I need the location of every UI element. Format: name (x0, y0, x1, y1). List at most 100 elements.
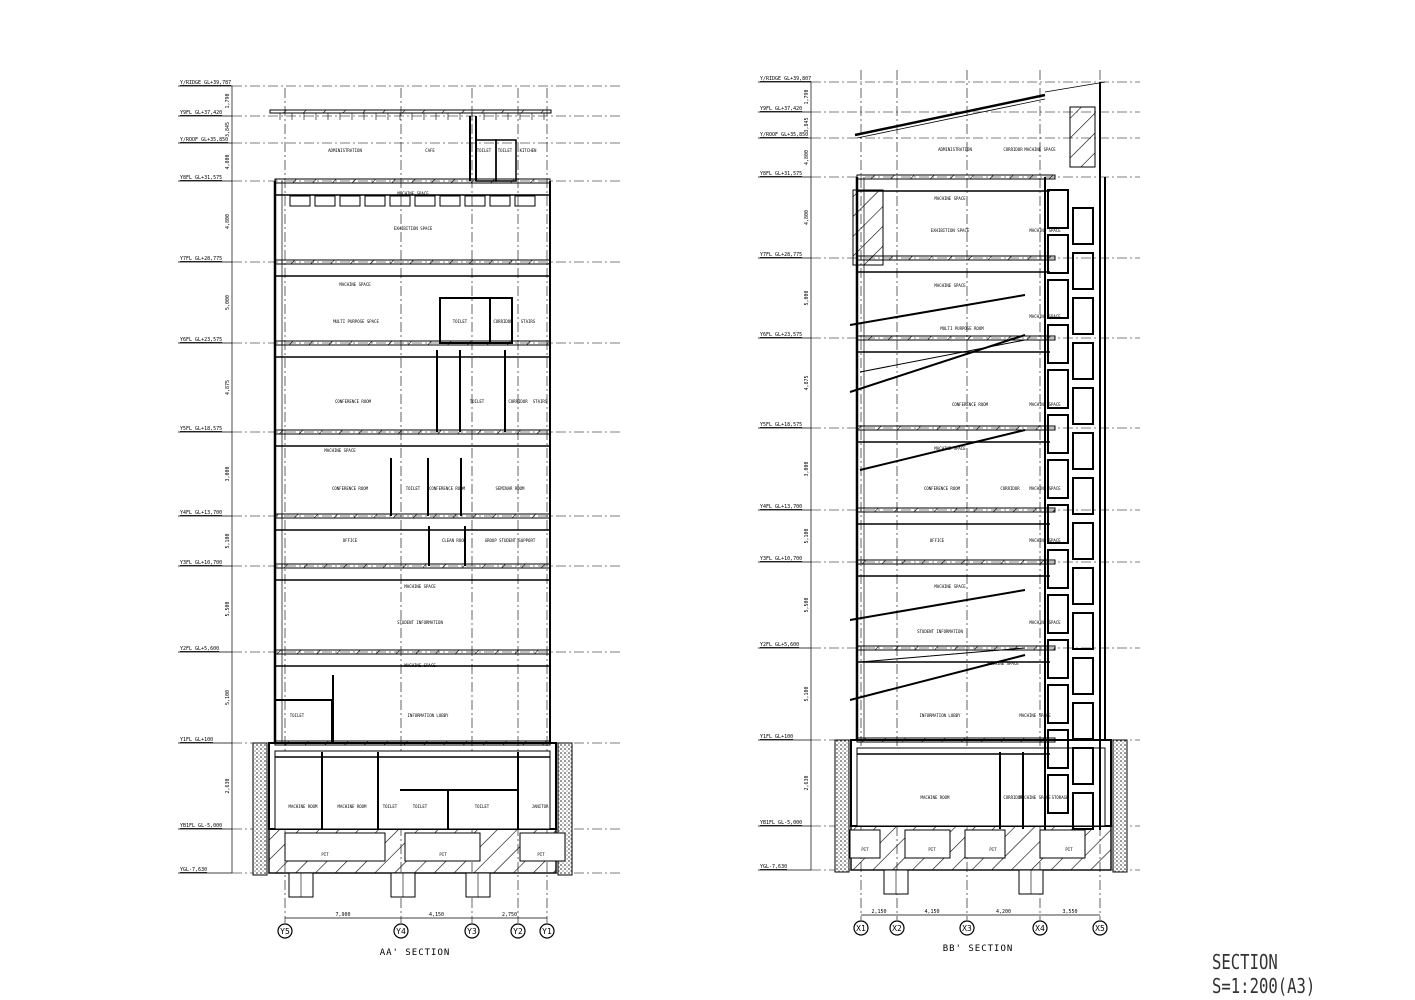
stair-flight (859, 339, 1026, 373)
core-window (1047, 504, 1069, 544)
core-window (1072, 207, 1094, 245)
room-label: SEMINAR ROOM (496, 486, 525, 491)
pit (904, 829, 951, 859)
room-label: TOILET (383, 804, 398, 809)
grid-bubble (959, 920, 975, 936)
core-window (1047, 189, 1069, 229)
skylight-box (489, 195, 511, 207)
level-label: YB1FL GL-5,000 (180, 823, 222, 829)
height-dimension: 5,000 (225, 295, 231, 310)
level-label: Y7FL GL+28,775 (180, 256, 222, 262)
skylight-box (314, 195, 336, 207)
room-label: CORRIDOR (1000, 486, 1020, 491)
core-window (1072, 297, 1094, 335)
room-label: CONFERENCE ROOM (429, 486, 466, 491)
grid-label: Y5 (280, 927, 290, 936)
room-label: TOILET (498, 148, 513, 153)
core-window (1072, 702, 1094, 740)
room-label: MACHINE SPACE (934, 196, 966, 201)
height-dimension: 4,800 (225, 214, 231, 229)
core-window (1072, 747, 1094, 785)
level-label: Y1FL GL+100 (760, 734, 793, 740)
grid-label: X3 (962, 924, 972, 933)
room-label: STAIRS (521, 319, 536, 324)
room-label: TOILET (475, 804, 490, 809)
level-label: Y3FL GL+10,700 (760, 556, 802, 562)
skylight-box (289, 195, 311, 207)
room-label: TOILET (290, 713, 305, 718)
skylight-box (389, 195, 411, 207)
core-window (1072, 567, 1094, 605)
floor-slab (856, 335, 1056, 341)
room-label: MACHINE SPACE (404, 584, 436, 589)
room-label: PIT (928, 847, 936, 852)
room-label: JANITOR (532, 804, 549, 809)
skylight-box (364, 195, 386, 207)
level-label: Y3FL GL+10,700 (180, 560, 222, 566)
height-dimension: 4,875 (225, 380, 231, 395)
sloped-roof (854, 93, 1046, 137)
room-label: STAIRS (533, 399, 548, 404)
level-label: Y6FL GL+23,575 (180, 337, 222, 343)
section-caption: AA' SECTION (380, 948, 451, 958)
core-window (1072, 387, 1094, 425)
skylight-box (414, 195, 436, 207)
height-dimension: 2,630 (225, 778, 231, 793)
grid-label: Y4 (396, 927, 406, 936)
room-label: MACHINE SPACE (934, 584, 966, 589)
room-label: MACHINE ROOM (289, 804, 318, 809)
section-caption: BB' SECTION (943, 944, 1014, 954)
grid-label: Y2 (513, 927, 523, 936)
core-window (1047, 459, 1069, 499)
pit (404, 832, 481, 862)
skylight-box (439, 195, 461, 207)
grid-label: X5 (1095, 924, 1105, 933)
stair-flight (859, 647, 1026, 663)
core-window (1047, 594, 1069, 634)
grid-bubble (1092, 920, 1108, 936)
pit (284, 832, 386, 862)
grid-label: X2 (892, 924, 902, 933)
grid-bubble (539, 923, 555, 939)
room-label: OFFICE (343, 538, 358, 543)
height-dimension: 5,500 (225, 601, 231, 616)
span-dimension: 4,150 (429, 912, 444, 918)
span-dimension: 4,200 (996, 909, 1011, 915)
room-label: CORRIDOR (508, 399, 528, 404)
span-dimension: 3,550 (1062, 909, 1077, 915)
height-dimension: 4,875 (804, 375, 810, 390)
floor-slab (274, 563, 551, 569)
grid-bubble (464, 923, 480, 939)
level-label: Y2FL GL+5,600 (180, 646, 219, 652)
grid-label: X4 (1035, 924, 1045, 933)
room-label: PIT (439, 852, 447, 857)
sloped-ceiling (849, 334, 1026, 393)
room-label: CONFERENCE ROOM (924, 486, 961, 491)
pit (1039, 829, 1086, 859)
floor-slab (274, 513, 551, 519)
level-label: YB1FL GL-5,000 (760, 820, 802, 826)
grid-bubble (393, 923, 409, 939)
pit (964, 829, 1006, 859)
room-label: MACHINE SPACE (1029, 486, 1061, 491)
room-label: INFORMATION LOBBY (920, 713, 962, 718)
room-label: PIT (989, 847, 997, 852)
core-window (1047, 549, 1069, 589)
room-label: CORRIDOR (493, 319, 513, 324)
height-dimension: 3,000 (804, 461, 810, 476)
room-label: EXHIBITION SPACE (931, 228, 970, 233)
core-window (1072, 522, 1094, 560)
level-label: Y9FL GL+37,420 (180, 110, 222, 116)
core-window (1047, 729, 1069, 769)
earth-left (834, 739, 850, 873)
floor-slab (856, 425, 1056, 431)
room-label: CLEAN ROOM (442, 538, 467, 543)
roof-stair (1069, 106, 1096, 168)
skylight-box (339, 195, 361, 207)
pit (849, 829, 881, 859)
sloped-ceiling (849, 294, 1026, 326)
toilet-wall (495, 139, 517, 182)
